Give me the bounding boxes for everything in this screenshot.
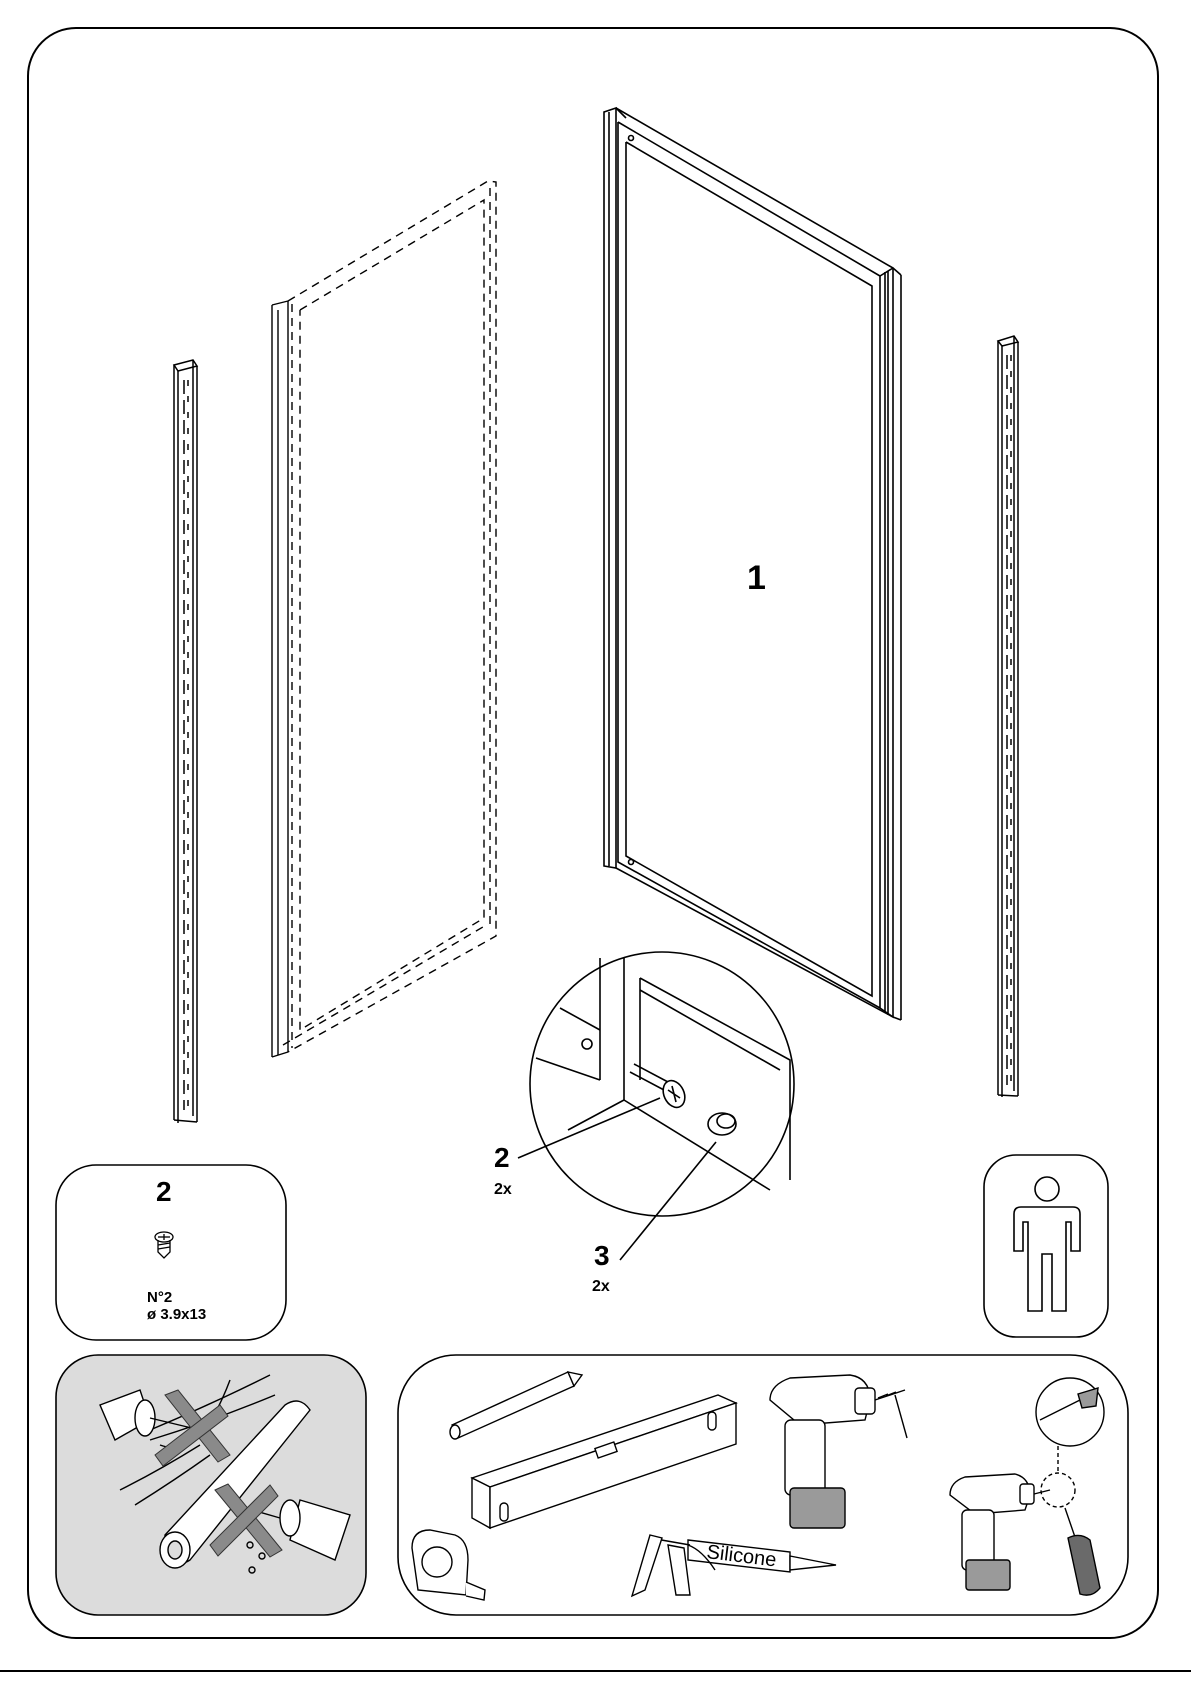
fixed-panel-dashed-icon xyxy=(272,181,496,1057)
detail-magnifier-icon xyxy=(518,952,794,1260)
drill-icon xyxy=(770,1375,907,1528)
callout-panel-number: 1 xyxy=(747,559,766,598)
tape-measure-icon xyxy=(412,1530,485,1600)
silicone-label: Silicone xyxy=(705,1541,777,1571)
screw-icon xyxy=(155,1232,173,1258)
spirit-level-icon xyxy=(472,1395,736,1528)
callout-screw-qty: 2x xyxy=(494,1181,512,1199)
callout-cap-qty: 2x xyxy=(592,1278,610,1296)
parts-box-spec-line2: ø 3.9x13 xyxy=(147,1306,206,1323)
callout-screw-number: 2 xyxy=(494,1142,510,1174)
parts-box-spec-line1: N°2 xyxy=(147,1289,172,1306)
one-person-icon xyxy=(1014,1177,1080,1311)
pencil-icon xyxy=(450,1372,582,1439)
wall-profile-left-icon xyxy=(174,360,197,1123)
parts-box-number: 2 xyxy=(156,1176,172,1208)
wall-profile-right-icon xyxy=(998,336,1018,1097)
screwdriver-icon xyxy=(1065,1508,1100,1595)
bottom-rule xyxy=(0,1670,1191,1672)
callout-cap-number: 3 xyxy=(594,1240,610,1272)
